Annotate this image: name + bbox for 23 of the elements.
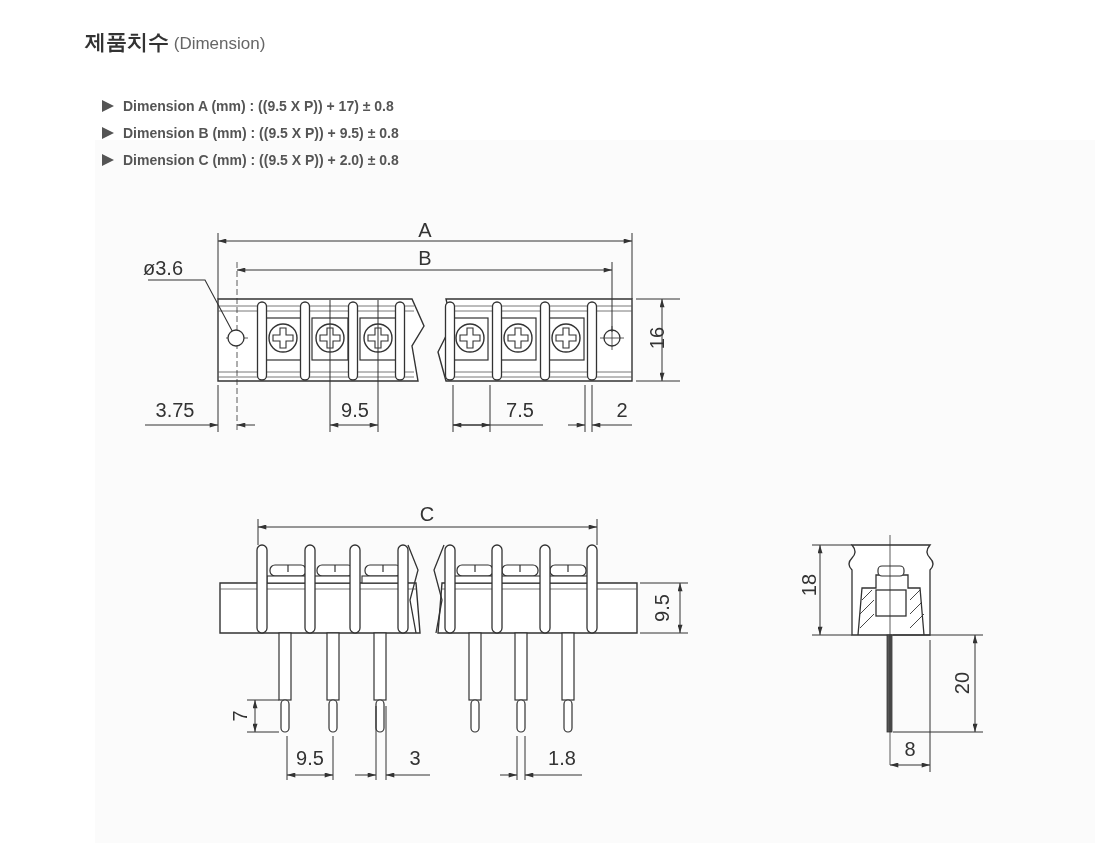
dimension-value: 8 xyxy=(904,738,916,760)
hole-diameter-label: ø3.6 xyxy=(143,256,184,280)
dimension-formula: Dimension C (mm) : ((9.5 X P)) + 2.0) ± 0.8 xyxy=(123,151,399,169)
dimension-value: A xyxy=(418,219,432,241)
page-title: 제품치수 (Dimension) xyxy=(85,29,266,55)
mounting-hole xyxy=(227,329,245,347)
dimension-value: 3.75 xyxy=(155,399,195,421)
dimension-value: 2 xyxy=(616,399,628,421)
dimension-value: 7 xyxy=(229,710,251,722)
dimension-value: 16 xyxy=(646,326,668,350)
dimension-value: 9.5 xyxy=(651,594,673,622)
dimension-formula: Dimension B (mm) : ((9.5 X P)) + 9.5) ± 0.8 xyxy=(123,124,399,142)
dimension-value: 20 xyxy=(951,671,973,695)
dimension-value: C xyxy=(419,503,435,525)
dimension-value: 9.5 xyxy=(296,747,324,769)
dimension-value: 3 xyxy=(409,747,421,769)
dimension-value: 9.5 xyxy=(341,399,369,421)
leader-line xyxy=(147,279,233,332)
dimension-value: B xyxy=(418,247,432,269)
dimension-value: 7.5 xyxy=(506,399,534,421)
dimension-value: 1.8 xyxy=(548,747,576,769)
dimension-formula: Dimension A (mm) : ((9.5 X P)) + 17) ± 0.8 xyxy=(123,97,394,115)
dimension-value: 18 xyxy=(798,573,820,597)
